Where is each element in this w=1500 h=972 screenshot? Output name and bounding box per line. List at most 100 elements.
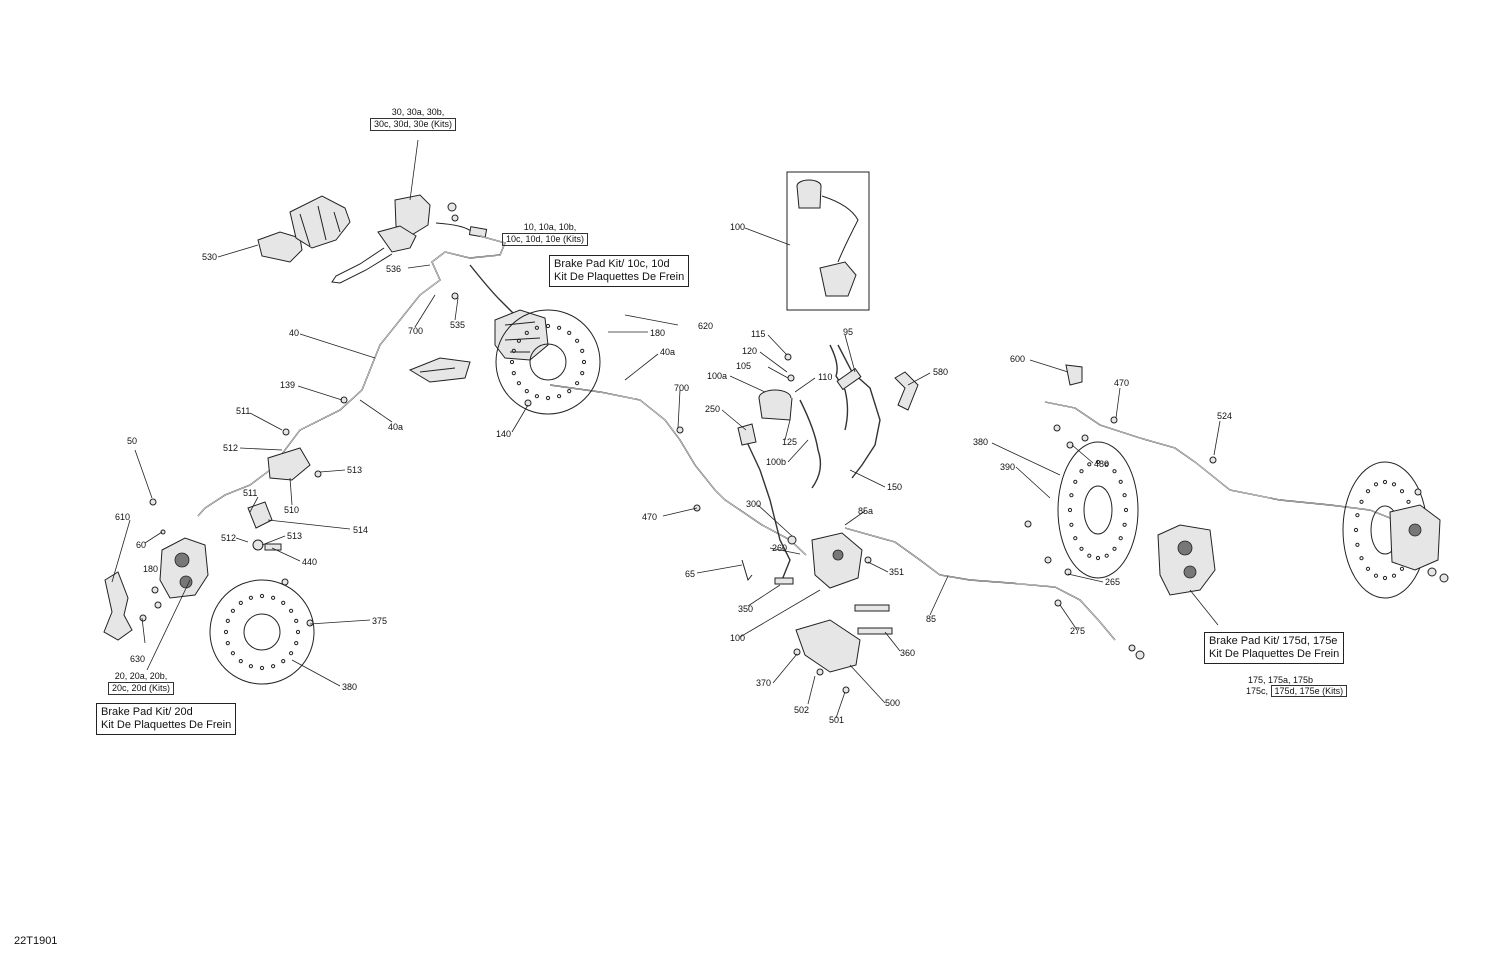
disc-hole: [1355, 513, 1360, 518]
leader-lines: [111, 139, 1221, 719]
disc-hole: [1123, 507, 1129, 513]
callout-140: 140: [496, 429, 511, 439]
callout-513-bottom: 513: [287, 531, 302, 541]
disc-hole: [567, 330, 572, 335]
disc-hole: [511, 371, 516, 376]
pedal-reservoir-assembly: [737, 389, 893, 673]
disc-hole: [1067, 507, 1073, 513]
callout-95: 95: [843, 327, 853, 337]
callout-511-top: 511: [236, 406, 250, 416]
disc-hole: [1069, 493, 1074, 498]
fasteners: [139, 353, 1217, 694]
disc-hole: [238, 600, 243, 606]
callout-535: 535: [450, 320, 465, 330]
callout-100-inset: 100: [730, 222, 745, 232]
disc-hole: [1355, 542, 1360, 547]
item20-line1: 20, 20a, 20b,: [114, 671, 168, 681]
callout-580: 580: [933, 367, 948, 377]
front-distribution-module: [408, 292, 549, 407]
disc-hole: [1073, 479, 1078, 484]
disc-hole: [1118, 536, 1123, 541]
callout-500: 500: [885, 698, 900, 708]
callout-115: 115: [751, 329, 765, 339]
disc-hole: [1079, 546, 1084, 551]
item20-label: 20, 20a, 20b, 20c, 20d (Kits): [108, 671, 175, 695]
callout-100b: 100b: [766, 457, 786, 467]
disc-hole: [281, 600, 286, 606]
front-left-caliper: [103, 537, 209, 641]
disc-hole: [289, 608, 294, 613]
callout-139: 139: [280, 380, 295, 390]
disc-hole: [1365, 489, 1371, 494]
disc-hole: [1406, 499, 1411, 504]
line-bracket: [247, 447, 311, 551]
callout-40: 40: [289, 328, 299, 338]
master-cylinder-assembly: [257, 194, 488, 284]
callout-85: 85: [926, 614, 936, 624]
disc-hole: [1382, 575, 1388, 581]
kit-left-line2: Kit De Plaquettes De Frein: [101, 719, 232, 731]
item175-line1: 175, 175a, 175b: [1248, 675, 1314, 685]
callout-360: 360: [900, 648, 915, 658]
disc-hole: [1365, 566, 1371, 571]
callout-536: 536: [386, 264, 401, 274]
callout-700-right: 700: [674, 383, 689, 393]
callout-275: 275: [1070, 626, 1085, 636]
front-left-disc: [209, 579, 315, 685]
disc-hole: [534, 325, 540, 330]
disc-hole: [581, 359, 587, 365]
disc-hole: [289, 651, 294, 656]
disc-hole: [1104, 553, 1109, 558]
disc-hole: [1391, 482, 1397, 487]
callout-100-main: 100: [730, 633, 745, 643]
disc-hole: [1359, 556, 1364, 561]
callout-440: 440: [302, 557, 317, 567]
callout-470-top: 470: [1114, 378, 1129, 388]
callout-375: 375: [372, 616, 387, 626]
rear-caliper: [1128, 488, 1449, 660]
disc-hole: [567, 389, 572, 394]
disc-hole: [1095, 459, 1101, 465]
callout-512-top: 512: [223, 443, 238, 453]
disc-hole: [1353, 527, 1359, 533]
callout-250: 250: [705, 404, 720, 414]
disc-hole: [557, 325, 562, 330]
callout-390: 390: [1000, 462, 1015, 472]
disc-hole: [238, 659, 243, 664]
disc-hole: [259, 593, 265, 599]
callout-514: 514: [353, 525, 368, 535]
callout-260: 260: [772, 543, 787, 553]
callout-512-bottom: 512: [221, 533, 236, 543]
disc-hole: [1118, 479, 1123, 484]
disc-hole: [1399, 566, 1405, 571]
kit-right-line1: Brake Pad Kit/ 175d, 175e: [1209, 635, 1338, 647]
disc-hole: [1087, 462, 1092, 467]
disc-hole: [1373, 482, 1379, 487]
drawing-reference: 22T1901: [14, 935, 58, 947]
callout-180-left: 180: [143, 564, 158, 574]
disc-hole: [1391, 573, 1397, 578]
callout-700-left: 700: [408, 326, 423, 336]
callout-610: 610: [115, 512, 130, 522]
disc-hole: [1073, 536, 1078, 541]
kit-top-line2: Kit De Plaquettes De Frein: [554, 271, 685, 283]
callout-180-top: 180: [650, 328, 665, 338]
callout-620: 620: [698, 321, 713, 331]
kit-label-top: Brake Pad Kit/ 10c, 10d Kit De Plaquette…: [549, 255, 690, 287]
disc-hole: [1122, 522, 1127, 527]
callout-470-mid: 470: [642, 512, 657, 522]
disc-hole: [271, 595, 276, 600]
callout-120: 120: [742, 346, 757, 356]
rear-left-disc: [1057, 441, 1139, 579]
item10-label: 10, 10a, 10b, 10c, 10d, 10e (Kits): [502, 222, 589, 246]
callout-350: 350: [738, 604, 753, 614]
callout-125: 125: [782, 437, 797, 447]
disc-hole: [271, 664, 276, 669]
kit-right-line2: Kit De Plaquettes De Frein: [1209, 648, 1340, 660]
disc-hole: [575, 381, 580, 386]
reservoir-inset: [786, 171, 870, 311]
callout-510: 510: [284, 505, 299, 515]
disc-hole: [223, 629, 229, 635]
item30-line1: 30, 30a, 30b,: [391, 107, 445, 117]
